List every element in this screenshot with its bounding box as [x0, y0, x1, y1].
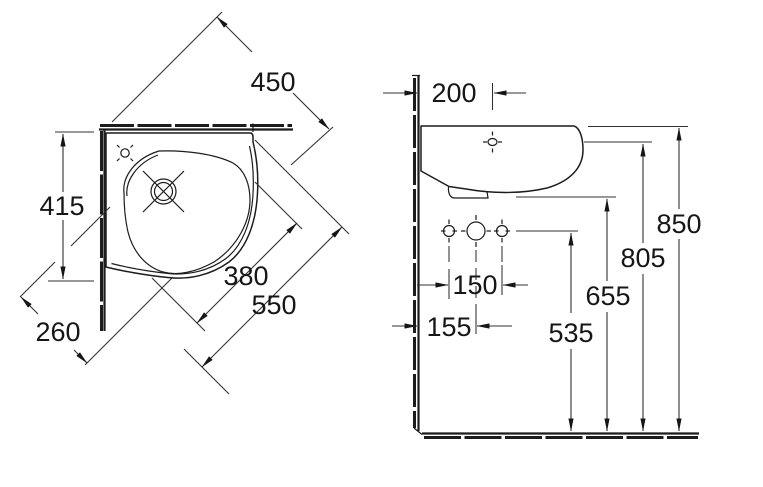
- faucet-hole-front: [483, 131, 502, 153]
- dimension-415: 415: [39, 131, 94, 282]
- dim-label-850: 850: [656, 209, 701, 239]
- drain-hole-center: [461, 215, 491, 247]
- dim-label-535: 535: [548, 318, 593, 348]
- plan-view: 450 415 380 550: [19, 11, 350, 395]
- fixing-hole: [116, 144, 134, 162]
- wall-left: [100, 128, 106, 331]
- bowl-outline: [123, 150, 251, 275]
- dim-label-380: 380: [223, 261, 268, 291]
- dimension-150: 150: [417, 270, 528, 300]
- dimension-655: 655: [516, 196, 631, 432]
- bowl-rim-double-line: [126, 154, 159, 197]
- front-view: 200 150 155 535 655: [383, 74, 702, 439]
- dim-label-655: 655: [585, 281, 630, 311]
- dimension-450: 450: [111, 11, 334, 166]
- floor: [422, 432, 699, 439]
- dim-label-415: 415: [39, 191, 84, 221]
- dimension-805: 805: [584, 141, 666, 432]
- dimension-200: 200: [383, 78, 526, 110]
- wall-top: [99, 123, 293, 132]
- dimension-850: 850: [588, 125, 702, 432]
- supply-hole-right: [494, 219, 510, 243]
- dimension-260: 260: [19, 206, 174, 366]
- dimension-550: 550: [183, 139, 350, 395]
- hole-centerlines: [448, 246, 503, 334]
- dim-label-200: 200: [431, 78, 476, 108]
- dim-label-450: 450: [250, 67, 295, 97]
- dimension-535: 535: [516, 230, 594, 432]
- dimension-155: 155: [392, 312, 512, 342]
- wall-front: [412, 74, 423, 435]
- dim-label-150: 150: [452, 270, 497, 300]
- dim-label-550: 550: [251, 290, 296, 320]
- dim-label-155: 155: [426, 312, 471, 342]
- dim-label-805: 805: [620, 243, 665, 273]
- faucet-hole-plan: [142, 170, 185, 213]
- drain-bracket: [447, 186, 489, 199]
- supply-hole-left: [441, 219, 457, 243]
- basin-profile: [420, 125, 584, 194]
- dim-label-260: 260: [35, 317, 80, 347]
